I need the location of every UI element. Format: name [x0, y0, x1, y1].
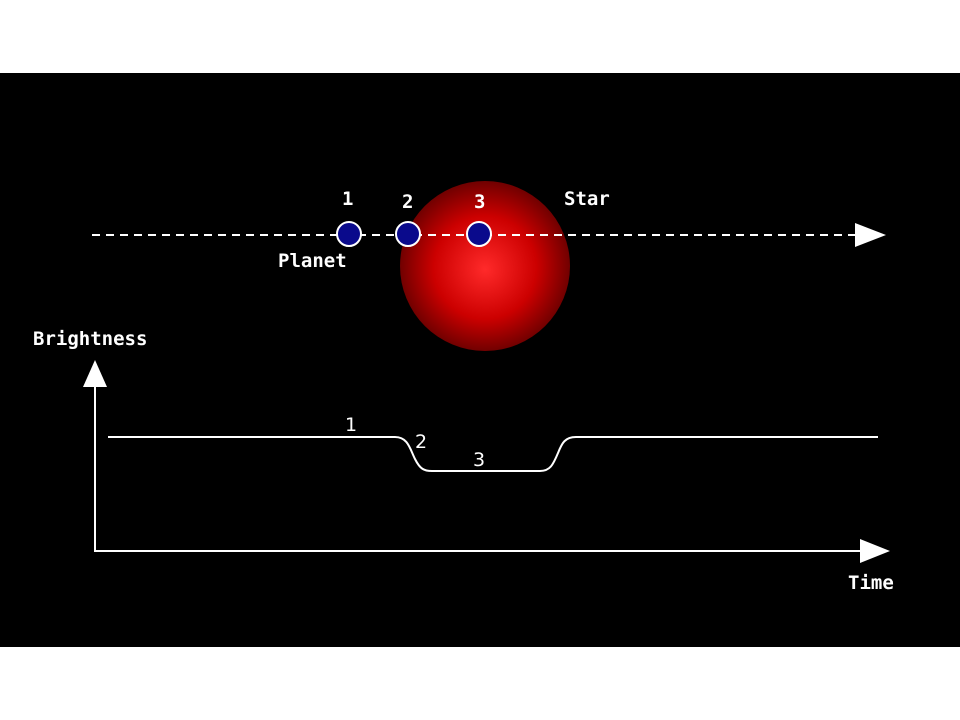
curve-mark-3: 3 — [473, 449, 486, 471]
transit-diagram: Star Planet 1 2 3 Brightness Time 1 2 3 — [0, 73, 960, 647]
planet-label: Planet — [278, 250, 347, 272]
curve-mark-2: 2 — [415, 431, 428, 453]
position-label-3: 3 — [474, 191, 486, 213]
position-label-2: 2 — [402, 191, 414, 213]
brightness-arrowhead — [83, 360, 107, 387]
star-disc — [400, 181, 570, 351]
position-label-1: 1 — [342, 188, 354, 210]
star-label: Star — [564, 188, 610, 210]
time-arrowhead — [860, 539, 890, 563]
curve-mark-1: 1 — [345, 414, 358, 436]
orbit-arrowhead — [855, 223, 886, 247]
time-label: Time — [848, 572, 894, 594]
planet-position-1 — [336, 221, 362, 247]
brightness-label: Brightness — [33, 328, 148, 350]
planet-position-2 — [395, 221, 421, 247]
light-curve — [108, 436, 878, 472]
planet-position-3 — [466, 221, 492, 247]
diagram-canvas — [83, 181, 890, 563]
